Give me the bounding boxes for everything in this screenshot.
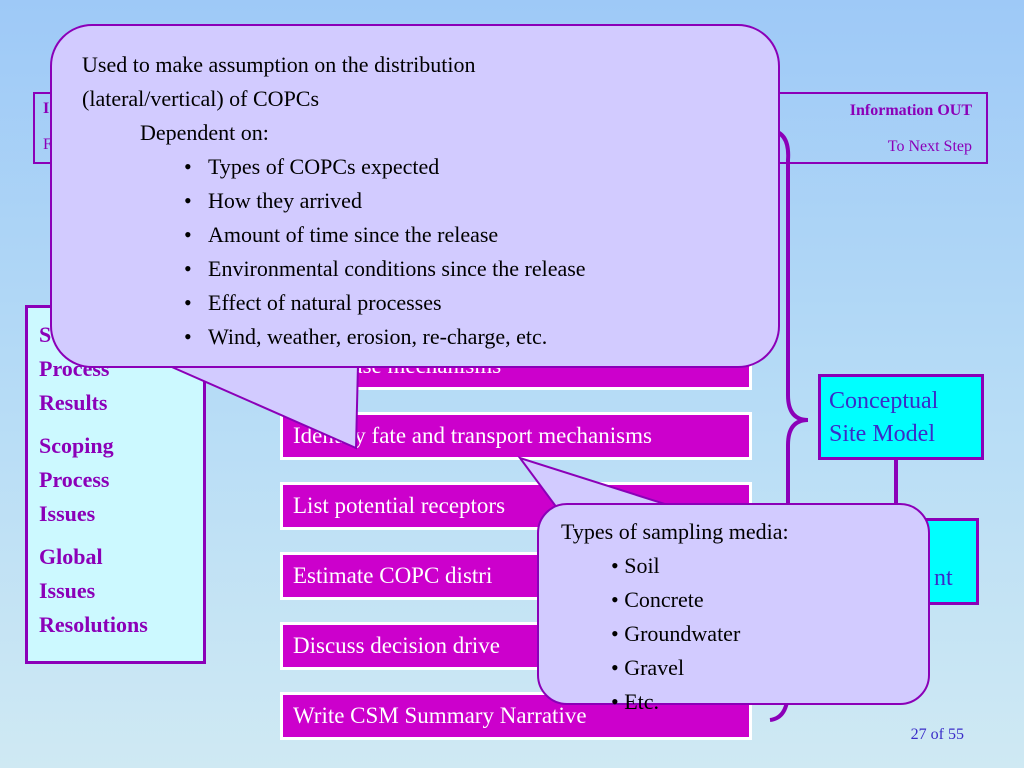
- header-information-out-label: Information OUT: [849, 102, 972, 119]
- callout-media-item: • Gravel: [611, 655, 685, 680]
- callout-main-line1: Used to make assumption on the distribut…: [82, 52, 476, 77]
- page-number: 27 of 55: [910, 726, 964, 743]
- header-information-in-label: I: [43, 100, 50, 117]
- callout-distribution-assumptions: Used to make assumption on the distribut…: [50, 24, 780, 368]
- callout-main-bullet: Wind, weather, erosion, re-charge, etc.: [82, 320, 778, 354]
- callout-media-heading: Types of sampling media:: [561, 519, 789, 544]
- callout-main-bullet: Types of COPCs expected: [82, 150, 778, 184]
- callout-main-tail: [164, 363, 360, 450]
- callout-media-item: • Etc.: [611, 689, 660, 714]
- header-from-previous-label: F: [43, 136, 52, 153]
- callout-media-item: • Concrete: [611, 587, 704, 612]
- input-global-issues: Global Issues Resolutions: [39, 544, 148, 637]
- input-scoping-issues: Scoping Process Issues: [39, 433, 114, 526]
- step-csm-narrative[interactable]: Write CSM Summary Narrative: [280, 692, 752, 740]
- callout-media-item: • Groundwater: [611, 621, 741, 646]
- step-potential-receptors[interactable]: List potential receptors: [280, 482, 752, 530]
- header-to-next-step-label: To Next Step: [887, 138, 972, 155]
- callout-media-item: • Soil: [611, 553, 660, 578]
- callout-sampling-media: Types of sampling media: • Soil • Concre…: [537, 503, 930, 714]
- callout-main-bullet: Amount of time since the release: [82, 218, 778, 252]
- callout-main-dependent-on: Dependent on:: [140, 120, 269, 145]
- callout-main-line2: (lateral/vertical) of COPCs: [82, 86, 320, 111]
- callout-main-bullet: Environmental conditions since the relea…: [82, 252, 778, 286]
- output-conceptual-site-model: Conceptual Site Model: [818, 374, 984, 460]
- callout-main-bullet: How they arrived: [82, 184, 778, 218]
- callout-main-bullet: Effect of natural processes: [82, 286, 778, 320]
